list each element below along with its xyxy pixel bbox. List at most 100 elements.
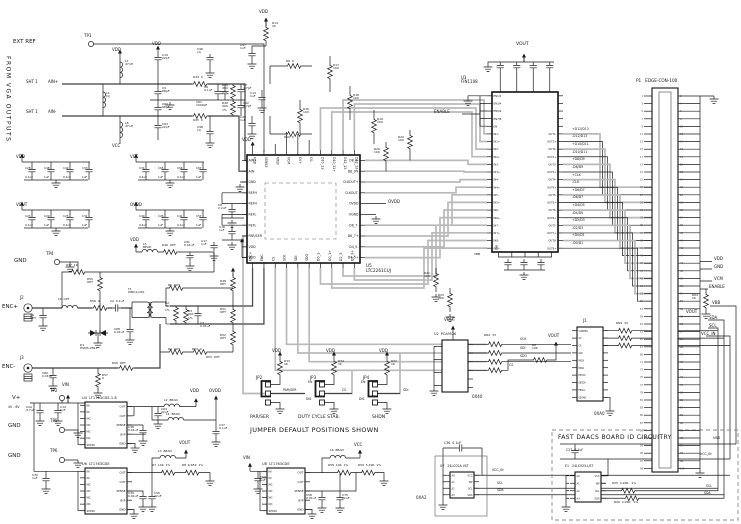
pin-label: ENC+ [249, 251, 253, 261]
bus-wire [563, 163, 652, 219]
bus-wire [563, 224, 652, 280]
pin-number: 85 [640, 414, 644, 417]
ic-body-undefined [441, 339, 469, 393]
pin-label: A0 [577, 475, 581, 478]
pin-number: 90 [680, 429, 684, 432]
pin-label: IN [87, 476, 90, 480]
pin-label: OUT2+ [547, 155, 556, 159]
pin-number: 58 [680, 308, 684, 311]
pin-label: BYP [298, 498, 303, 502]
ic-body-undefined [449, 471, 475, 499]
pin-label: SDI [294, 256, 298, 261]
pin-label: IN4+ [494, 185, 501, 189]
transformer-t1 [146, 301, 154, 319]
pin-label: IN8+ [494, 246, 501, 250]
pin-number: 65 [640, 338, 644, 341]
pin-label: EN5/6 [494, 109, 502, 113]
pin-number: 40 [680, 239, 684, 242]
pin-label: SCK [283, 254, 287, 261]
pin-label: SDA [595, 497, 600, 500]
bus-wire [563, 232, 652, 287]
pin-label: OUT1- [548, 132, 556, 136]
pin-number: 38 [680, 232, 684, 235]
pin-number: 64 [680, 331, 684, 334]
pin-label: IN7- [494, 223, 499, 227]
pin-label: IN [269, 469, 272, 473]
pin-label: IN2- [494, 147, 499, 151]
pin-label: MISO [579, 367, 585, 370]
jumper-jp3[interactable] [314, 380, 326, 406]
cap-val: 0.1uF [177, 223, 185, 227]
pin-label: D6_7+ [348, 234, 359, 238]
pin-label: NC [269, 502, 273, 506]
pin-number: 95 [640, 452, 644, 455]
pin-label: 5V [579, 337, 582, 340]
pin-number: 35 [640, 224, 644, 227]
pin-number: 98 [680, 460, 684, 463]
jumper-jp4[interactable] [367, 380, 379, 406]
pin-label: D0_1- [316, 252, 320, 261]
pin-label: NC [269, 489, 273, 493]
bus-wire [563, 209, 652, 265]
pin-label: IN [87, 403, 90, 407]
bus-wire [563, 239, 652, 295]
pin-label: ENC- [260, 253, 264, 261]
pin-label: D10_11- [320, 157, 324, 170]
cap-val: 0.1uF [139, 175, 147, 179]
pin-number: 5 [641, 110, 643, 113]
pin-number: 6 [680, 110, 682, 113]
pin-number: 67 [640, 346, 644, 349]
pin-label: CS [271, 257, 275, 261]
pin-number: 30 [680, 201, 684, 204]
pin-label: EEGND [579, 396, 587, 399]
pin-number: 31 [640, 209, 644, 212]
pin-number: 43 [640, 255, 644, 258]
pin-number: 28 [680, 194, 684, 197]
pin-label: OUT8+ [547, 246, 556, 250]
pin-label: OUT7- [548, 223, 556, 227]
bus-wire [563, 133, 652, 189]
pin-number: 70 [680, 353, 684, 356]
pin-label: IN8- [494, 239, 499, 243]
pin-label: VREF [275, 157, 279, 165]
pin-label: EESDA [579, 382, 587, 385]
pin-label: SDA [468, 494, 473, 497]
pin-number: 94 [680, 445, 684, 448]
pin-label: OVDD [349, 202, 359, 206]
pin-label: CK+ [298, 157, 302, 164]
pin-label: IN6+ [494, 216, 501, 220]
pin-label: A1 [577, 482, 581, 485]
pin-number: 75 [640, 376, 644, 379]
pin-label: IN2+ [494, 155, 501, 159]
pin-label: GND [297, 508, 303, 512]
pin-label: NC [87, 430, 91, 434]
pin-label: PAR/SER [249, 234, 263, 238]
cap-val: 1uF [82, 223, 88, 227]
cap-val: 1uF [44, 175, 50, 179]
pin-number: 16 [680, 148, 684, 151]
cap-val: 0.1uF [177, 175, 185, 179]
jumper-jp2[interactable] [260, 380, 272, 406]
pin-label: D0_1+ [328, 250, 332, 261]
pin-number: 97 [640, 460, 644, 463]
pin-label: CLKOUT+ [343, 180, 359, 184]
pin-label: OUT [298, 471, 304, 475]
pin-number: 27 [640, 194, 644, 197]
pin-label: OUT7+ [547, 231, 556, 235]
pin-label: SCL [595, 490, 600, 493]
pin-label: CK- [309, 157, 313, 162]
pin-label: GND [249, 180, 257, 184]
pin-number: 4 [680, 103, 682, 106]
pin-label: IN [269, 476, 272, 480]
pin-number: 99 [640, 467, 644, 470]
pin-number: 89 [640, 429, 644, 432]
pin-label: NC [87, 417, 91, 421]
cap-val: 1uF [158, 175, 164, 179]
pin-label: OUT4+ [547, 185, 556, 189]
pin-label: A3 [577, 497, 581, 500]
edge-connector-inner [658, 91, 672, 469]
pin-label: CLKOUT- [345, 191, 359, 195]
pin-number: 39 [640, 239, 644, 242]
pin-number: 56 [680, 300, 684, 303]
pin-label: D12_13- [343, 157, 347, 170]
